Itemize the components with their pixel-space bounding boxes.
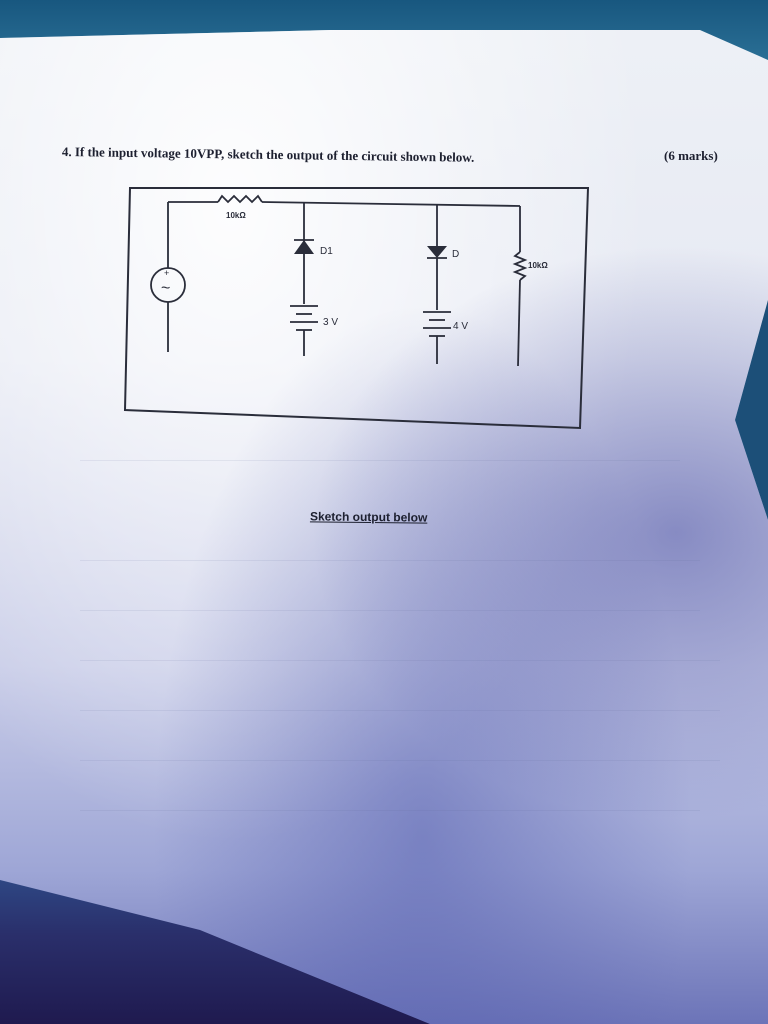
load-wire-bottom: [517, 279, 521, 367]
ac-source-plus: +: [164, 268, 169, 278]
load-resistor-label: 10kΩ: [528, 261, 548, 270]
question-number: 4.: [61, 144, 72, 160]
diode2-symbol: [427, 246, 447, 258]
series-resistor-label: 10kΩ: [226, 211, 246, 220]
battery1-label: 3 V: [323, 317, 338, 328]
sketch-instruction: Sketch output below: [309, 509, 428, 525]
diode1-label: D1: [320, 246, 333, 257]
question-marks: (6 marks): [664, 148, 718, 163]
circuit-diagram: + ~ 10kΩ D1 D 10kΩ 3 V 4 V: [123, 187, 590, 430]
ac-source-tilde: ~: [161, 280, 170, 297]
series-resistor-symbol: [217, 194, 263, 204]
top-wire-right: [261, 201, 521, 207]
diode1-symbol: [294, 240, 314, 254]
load-resistor-symbol: [512, 251, 528, 281]
diode2-label: D: [452, 249, 459, 260]
circuit-frame: [123, 187, 590, 430]
battery2-label: 4 V: [453, 321, 468, 332]
